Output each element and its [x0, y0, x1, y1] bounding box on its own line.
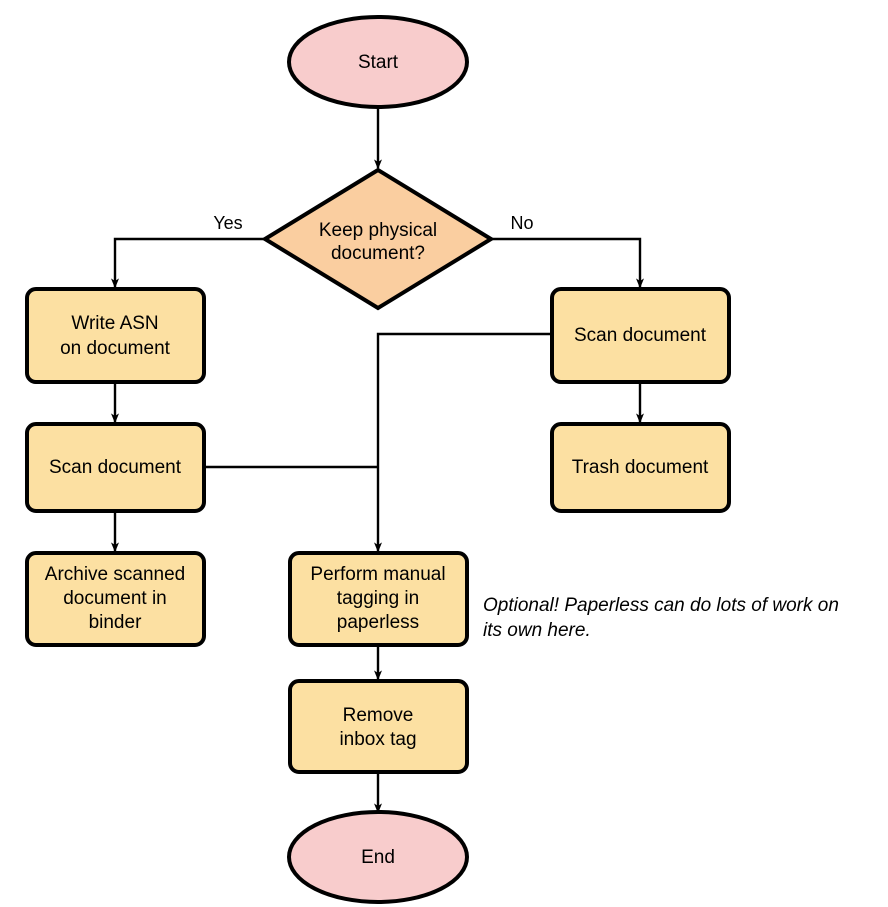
node-remove-inbox-tag[interactable]: Remove inbox tag [288, 679, 469, 774]
remove-inbox-label-line1: Remove [343, 705, 414, 726]
node-decision-keep-physical-document[interactable]: Keep physical document? [261, 167, 495, 311]
decision-diamond-shape [261, 167, 495, 311]
remove-inbox-box-shape [288, 679, 469, 774]
optional-note-line2: its own here. [483, 620, 591, 641]
edge-scan-right-to-tagging [374, 332, 552, 553]
node-write-asn-on-document[interactable]: Write ASN on document [25, 287, 206, 384]
start-ellipse-shape [287, 15, 469, 109]
start-label: Start [358, 52, 399, 73]
archive-box-shape [25, 551, 206, 647]
node-end[interactable]: End [287, 810, 469, 904]
node-scan-document-right[interactable]: Scan document [550, 287, 731, 384]
edge-label-yes: Yes [213, 213, 242, 233]
write-asn-label-line1: Write ASN [71, 313, 158, 334]
write-asn-box-shape [25, 287, 206, 384]
connector-layer [111, 104, 644, 814]
write-asn-label-line2: on document [60, 338, 171, 359]
decision-label-line1: Keep physical [319, 220, 437, 241]
scan-left-box-shape [25, 422, 206, 513]
tagging-label-line3: paperless [337, 612, 419, 633]
edge-label-no: No [510, 213, 533, 233]
tagging-label-line1: Perform manual [310, 564, 445, 585]
node-scan-document-left[interactable]: Scan document [25, 422, 206, 513]
trash-box-shape [550, 422, 731, 513]
decision-label-line2: document? [331, 243, 425, 264]
edge-decision-no-to-scan-right [491, 237, 644, 289]
tagging-label-line2: tagging in [337, 588, 419, 609]
end-label: End [361, 847, 395, 868]
node-trash-document[interactable]: Trash document [550, 422, 731, 513]
tagging-box-shape [288, 551, 469, 647]
scan-right-box-shape [550, 287, 731, 384]
edge-decision-yes-to-write-asn [111, 237, 265, 289]
scan-right-label: Scan document [574, 325, 707, 346]
archive-label-line1: Archive scanned [45, 564, 185, 585]
scan-left-label: Scan document [49, 457, 182, 478]
optional-note-line1: Optional! Paperless can do lots of work … [483, 595, 839, 616]
archive-label-line2: document in [63, 588, 167, 609]
annotation-optional-note: Optional! Paperless can do lots of work … [483, 595, 839, 641]
end-ellipse-shape [287, 810, 469, 904]
remove-inbox-label-line2: inbox tag [339, 729, 416, 750]
trash-label: Trash document [572, 457, 709, 478]
node-start[interactable]: Start [287, 15, 469, 109]
node-perform-manual-tagging[interactable]: Perform manual tagging in paperless [288, 551, 469, 647]
node-archive-scanned-document[interactable]: Archive scanned document in binder [25, 551, 206, 647]
archive-label-line3: binder [89, 612, 142, 633]
